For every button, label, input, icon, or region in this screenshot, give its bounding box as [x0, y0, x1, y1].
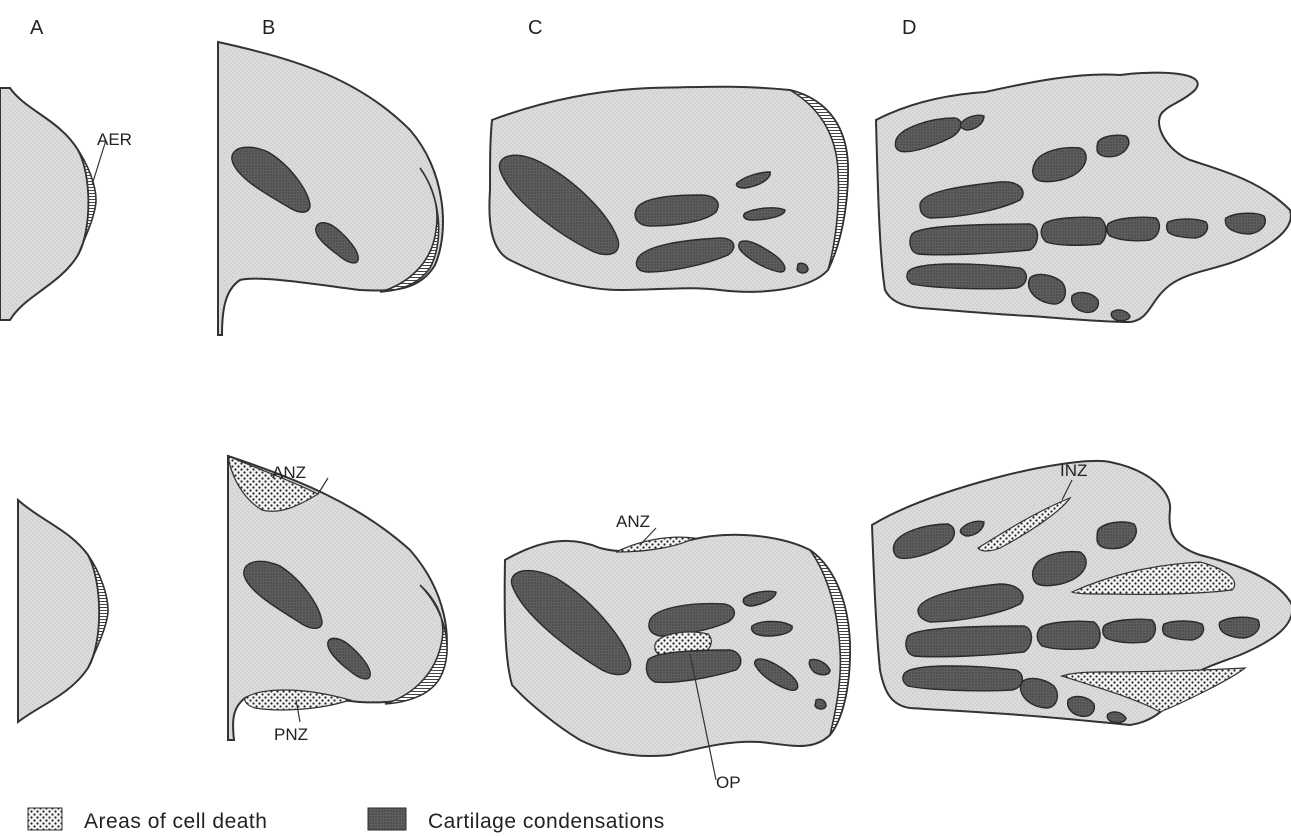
limb-c-top [489, 87, 848, 292]
limb-bud-a-top: AER [0, 88, 132, 320]
pnz-label: PNZ [274, 725, 308, 744]
legend-label-cell-death: Areas of cell death [84, 810, 267, 833]
legend-swatch-cell-death [28, 808, 62, 830]
limb-bud-a-bottom [18, 500, 108, 722]
anz-label: ANZ [616, 512, 650, 531]
aer-label: AER [97, 130, 132, 149]
inz-label: INZ [1060, 461, 1087, 480]
legend: Areas of cell death Cartilage condensati… [28, 808, 665, 833]
panel-letter-c: C [528, 17, 542, 39]
panel-letter-a: A [30, 17, 44, 39]
panel-letter-d: D [902, 17, 916, 39]
panel-letter-b: B [262, 17, 275, 39]
limb-b-top [218, 42, 443, 335]
legend-swatch-cartilage [368, 808, 406, 830]
anz-label: ANZ [272, 463, 306, 482]
legend-label-cartilage: Cartilage condensations [428, 810, 665, 833]
limb-b-bottom: ANZ PNZ [228, 456, 447, 744]
limb-d-top [876, 73, 1291, 322]
op-label: OP [716, 773, 741, 792]
limb-c-bottom: ANZ OP [505, 512, 850, 792]
limb-d-bottom: INZ [872, 461, 1291, 725]
